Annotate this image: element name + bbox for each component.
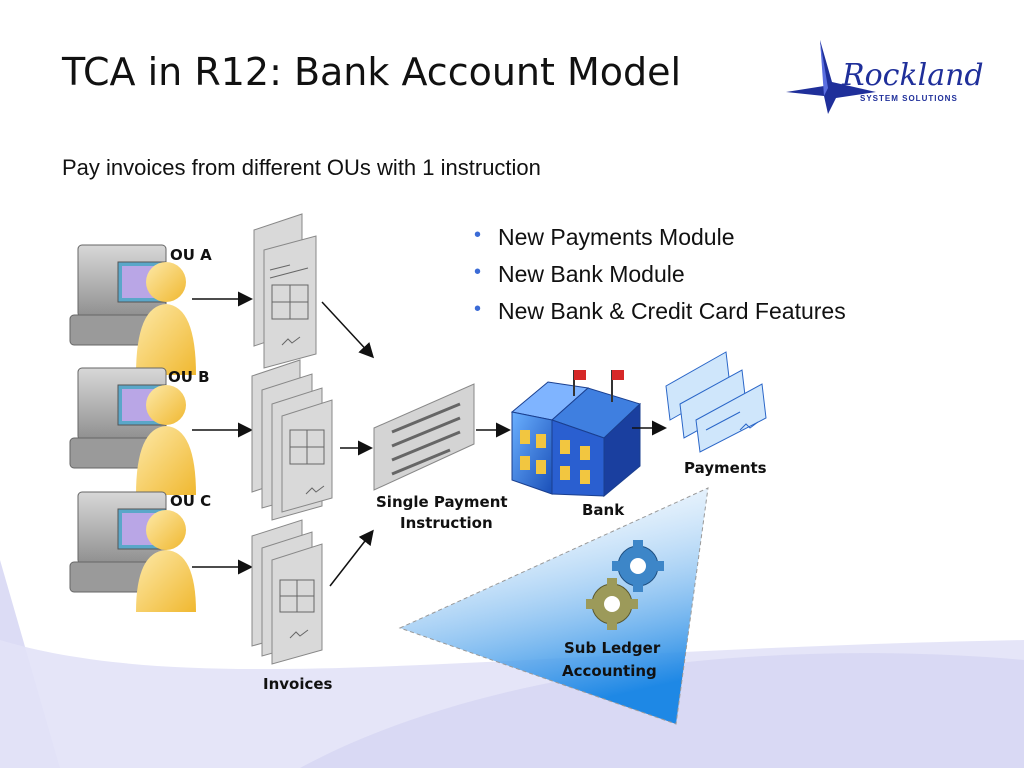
single-payment-label-line2: Instruction <box>400 514 493 532</box>
single-payment-label: Single Payment <box>376 493 508 511</box>
slide-title: TCA in R12: Bank Account Model <box>62 50 682 94</box>
ou-c-workstation-icon <box>69 491 196 612</box>
ou-a-workstation-icon <box>69 244 196 375</box>
bullet-item: •New Payments Module <box>474 224 735 250</box>
logo-star-icon <box>786 40 876 114</box>
invoices-label: Invoices <box>263 675 333 693</box>
ou-b-workstation-icon <box>69 367 196 495</box>
invoice-a-arrow <box>321 301 375 359</box>
bullet-text: New Bank & Credit Card Features <box>498 298 846 324</box>
ou-b-label: OU B <box>168 368 210 386</box>
payments-checks-icon <box>665 351 767 453</box>
invoice-c-arrow <box>329 529 374 587</box>
subledger-label-line2: Accounting <box>562 662 657 680</box>
subledger-gears-icon <box>586 540 664 630</box>
payments-label: Payments <box>684 459 767 477</box>
ou-c-label: OU C <box>170 492 212 510</box>
bullet-item: •New Bank Module <box>474 261 685 287</box>
invoice-stack-a-icon <box>253 213 317 369</box>
slide-subtitle: Pay invoices from different OUs with 1 i… <box>62 155 541 180</box>
ou-a-label: OU A <box>170 246 212 264</box>
logo-brand: Rockland <box>842 58 984 93</box>
bank-building-icon <box>510 370 641 498</box>
bank-label: Bank <box>582 501 625 519</box>
bullet-text: New Bank Module <box>498 261 685 287</box>
bullet-item: •New Bank & Credit Card Features <box>474 298 846 324</box>
invoice-stack-b-icon <box>251 359 333 521</box>
single-payment-document-icon <box>373 383 475 491</box>
rockland-logo: Rockland SYSTEM SOLUTIONS <box>780 36 984 116</box>
logo-tagline: SYSTEM SOLUTIONS <box>860 94 958 103</box>
invoice-stack-c-icon <box>251 519 323 665</box>
bullet-text: New Payments Module <box>498 224 735 250</box>
subledger-label: Sub Ledger <box>564 639 661 657</box>
feature-bullet-list: •New Payments Module •New Bank Module •N… <box>470 224 846 335</box>
